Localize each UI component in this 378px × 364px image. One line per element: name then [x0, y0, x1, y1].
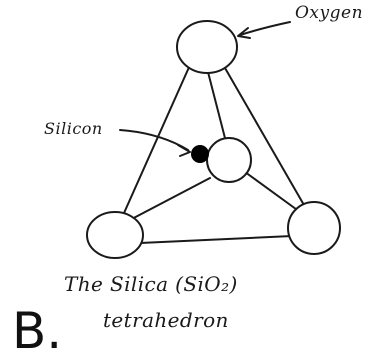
figure-letter: B.	[12, 302, 63, 360]
oxygen-atom-left	[86, 211, 144, 259]
edge-top-left	[119, 64, 191, 223]
edge-back-right	[244, 171, 301, 213]
oxygen-atom-back	[206, 137, 252, 183]
silicon-label: Silicon	[44, 119, 103, 138]
edge-top-right	[224, 67, 309, 213]
edge-bottom	[139, 235, 293, 244]
edge-back-left	[125, 177, 211, 223]
oxygen-atom-top	[176, 20, 238, 74]
silicon-atom	[191, 145, 209, 163]
caption-line-1: The Silica (SiO₂)	[64, 272, 238, 296]
edge-top-back	[207, 71, 227, 143]
oxygen-arrowhead	[237, 27, 251, 39]
silicon-arrowhead	[177, 144, 191, 157]
oxygen-atom-right	[287, 201, 341, 255]
oxygen-label: Oxygen	[295, 3, 364, 23]
oxygen-arrow	[239, 21, 291, 36]
caption-line-2: tetrahedron	[103, 308, 229, 332]
